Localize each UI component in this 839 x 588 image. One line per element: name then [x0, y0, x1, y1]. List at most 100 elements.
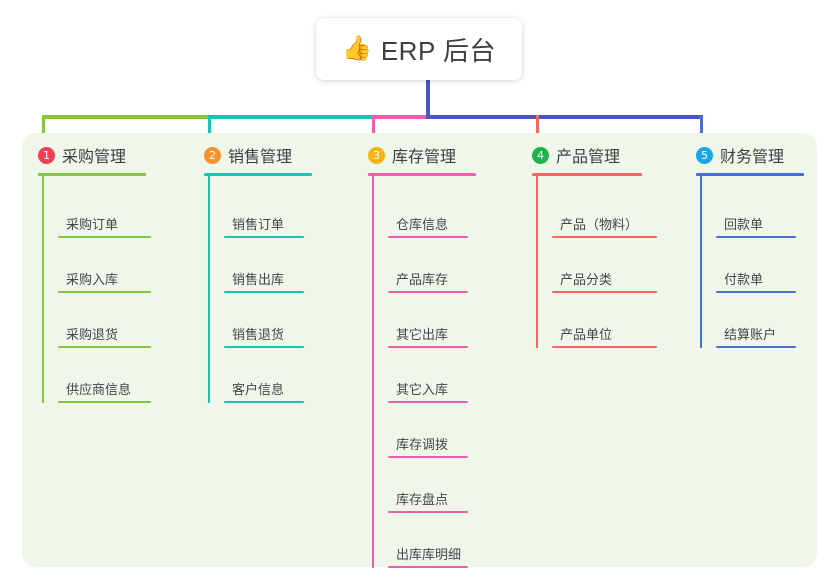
list-item[interactable]: 供应商信息	[58, 373, 151, 403]
list-item-label: 产品库存	[396, 272, 449, 287]
column-spine-3	[372, 176, 374, 568]
list-item-rule	[388, 401, 468, 403]
list-item-rule	[716, 236, 796, 238]
column-spine-5	[700, 176, 702, 348]
column-spine-1	[42, 176, 44, 403]
list-item[interactable]: 其它入库	[388, 373, 468, 403]
column-header-5[interactable]: 5 财务管理	[696, 143, 784, 167]
list-item[interactable]: 采购退货	[58, 318, 151, 348]
column-badge-1: 1	[38, 146, 55, 164]
list-item[interactable]: 销售出库	[224, 263, 304, 293]
list-item[interactable]: 产品单位	[552, 318, 657, 348]
bus-segment	[42, 115, 211, 119]
list-item[interactable]: 出库库明细	[388, 538, 468, 568]
column-badge-3: 3	[368, 146, 385, 164]
list-item[interactable]: 其它出库	[388, 318, 468, 348]
column-spine-4	[536, 176, 538, 348]
list-item[interactable]: 采购入库	[58, 263, 151, 293]
list-item[interactable]: 产品库存	[388, 263, 468, 293]
list-item-label: 仓库信息	[396, 217, 449, 232]
list-item-label: 库存调拨	[396, 437, 449, 452]
column-header-3[interactable]: 3 库存管理	[368, 143, 456, 167]
list-item-rule	[716, 291, 796, 293]
list-item[interactable]: 产品分类	[552, 263, 657, 293]
list-item-rule	[224, 236, 304, 238]
list-item-label: 产品单位	[560, 327, 613, 342]
column-badge-2: 2	[204, 146, 221, 164]
column-spine-2	[208, 176, 210, 403]
column-title-2: 销售管理	[228, 149, 293, 166]
list-item-rule	[58, 346, 151, 348]
column-header-rule-5	[696, 173, 804, 176]
list-item-rule	[224, 401, 304, 403]
column-title-5: 财务管理	[720, 149, 785, 166]
list-item-rule	[388, 511, 468, 513]
branch-drop-3	[372, 115, 375, 145]
root-trunk-line	[426, 80, 430, 119]
column-header-1[interactable]: 1 采购管理	[38, 143, 126, 167]
column-title-3: 库存管理	[392, 149, 457, 166]
list-item[interactable]: 销售订单	[224, 208, 304, 238]
list-item-rule	[552, 346, 657, 348]
list-item-label: 产品分类	[560, 272, 613, 287]
list-item-rule	[388, 456, 468, 458]
column-header-rule-4	[532, 173, 642, 176]
list-item[interactable]: 回款单	[716, 208, 796, 238]
list-item[interactable]: 产品（物料）	[552, 208, 657, 238]
list-item-label: 采购订单	[66, 217, 119, 232]
list-item-label: 其它出库	[396, 327, 449, 342]
list-item-rule	[388, 346, 468, 348]
list-item-label: 客户信息	[232, 382, 285, 397]
list-item-rule	[552, 291, 657, 293]
list-item[interactable]: 结算账户	[716, 318, 796, 348]
list-item[interactable]: 销售退货	[224, 318, 304, 348]
column-title-4: 产品管理	[556, 149, 621, 166]
column-header-rule-1	[38, 173, 146, 176]
column-title-1: 采购管理	[62, 149, 127, 166]
list-item-label: 付款单	[724, 272, 764, 287]
list-item-label: 销售订单	[232, 217, 285, 232]
list-item[interactable]: 库存盘点	[388, 483, 468, 513]
content-panel	[22, 133, 817, 567]
bus-segment-trunk	[426, 115, 703, 119]
column-header-rule-3	[368, 173, 476, 176]
list-item[interactable]: 库存调拨	[388, 428, 468, 458]
branch-drop-5	[700, 115, 703, 145]
list-item-label: 其它入库	[396, 382, 449, 397]
bus-segment	[208, 115, 375, 119]
list-item[interactable]: 付款单	[716, 263, 796, 293]
list-item-rule	[388, 291, 468, 293]
list-item-rule	[716, 346, 796, 348]
branch-drop-4	[536, 115, 539, 145]
list-item-label: 销售退货	[232, 327, 285, 342]
root-title-inner: 👍 ERP 后台	[342, 31, 496, 68]
list-item-label: 采购退货	[66, 327, 119, 342]
list-item-label: 产品（物料）	[560, 217, 639, 232]
list-item-label: 库存盘点	[396, 492, 449, 507]
list-item-rule	[224, 346, 304, 348]
root-title-card[interactable]: 👍 ERP 后台	[316, 18, 522, 80]
list-item-label: 采购入库	[66, 272, 119, 287]
list-item[interactable]: 仓库信息	[388, 208, 468, 238]
list-item-rule	[388, 566, 468, 568]
column-header-2[interactable]: 2 销售管理	[204, 143, 292, 167]
column-badge-4: 4	[532, 146, 549, 164]
list-item-label: 结算账户	[724, 327, 777, 342]
list-item[interactable]: 采购订单	[58, 208, 151, 238]
list-item-rule	[224, 291, 304, 293]
list-item-rule	[388, 236, 468, 238]
list-item-label: 出库库明细	[396, 547, 462, 562]
root-title-text: ERP 后台	[380, 35, 497, 66]
list-item-label: 供应商信息	[66, 382, 132, 397]
column-header-4[interactable]: 4 产品管理	[532, 143, 620, 167]
list-item-label: 回款单	[724, 217, 764, 232]
thumbs-up-icon: 👍	[341, 35, 372, 62]
column-badge-5: 5	[696, 146, 713, 164]
branch-drop-1	[42, 115, 45, 145]
column-header-rule-2	[204, 173, 312, 176]
list-item-rule	[58, 401, 151, 403]
list-item-rule	[552, 236, 657, 238]
list-item[interactable]: 客户信息	[224, 373, 304, 403]
list-item-rule	[58, 236, 151, 238]
